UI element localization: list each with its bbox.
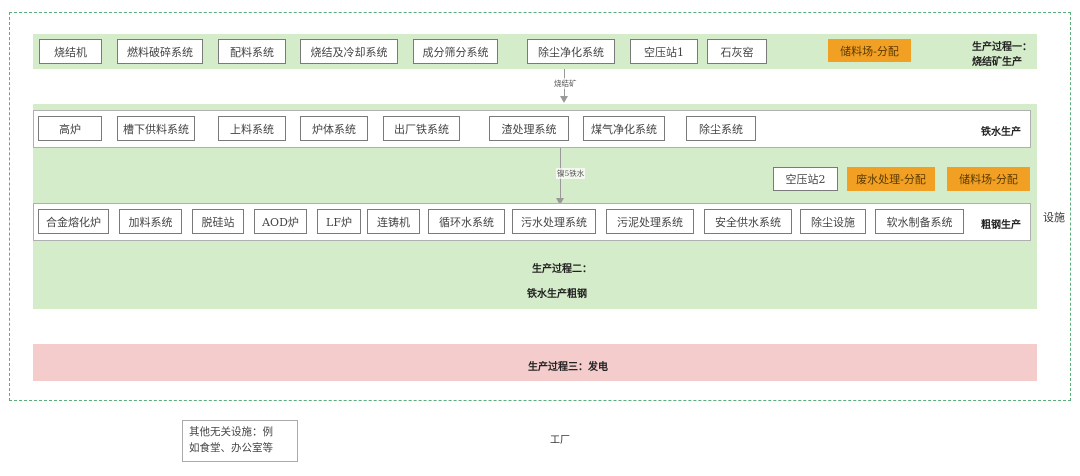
process2-title-line2: 铁水生产粗钢 [527,289,587,300]
arrow-down-icon [560,96,568,103]
air-compressor-2-box[interactable]: 空压站2 [773,167,838,191]
iron-item[interactable]: 上料系统 [218,116,286,141]
steel-item[interactable]: 安全供水系统 [704,209,792,234]
other-note-line1: 其他无关设施：例 [189,426,273,438]
arrow1-label: 烧结矿 [553,78,578,89]
steel-item[interactable]: 污水处理系统 [512,209,596,234]
process1-item[interactable]: 烧结及冷却系统 [300,39,398,64]
process3-title: 生产过程三：发电 [528,362,608,373]
storage-yard-box-2[interactable]: 储料场-分配 [947,167,1030,191]
steel-item[interactable]: 除尘设施 [800,209,866,234]
arrow-down-icon [556,198,564,205]
steel-item[interactable]: AOD炉 [254,209,307,234]
process3-band [33,344,1037,381]
process1-item[interactable]: 配料系统 [218,39,286,64]
steel-item[interactable]: 软水制备系统 [875,209,964,234]
steel-item[interactable]: 合金熔化炉 [38,209,109,234]
process1-title-line2: 烧结矿生产 [972,57,1022,68]
steel-item[interactable]: LF炉 [317,209,361,234]
steel-item[interactable]: 脱硅站 [192,209,244,234]
storage-yard-box[interactable]: 储料场-分配 [828,39,911,62]
iron-item[interactable]: 炉体系统 [300,116,368,141]
process1-item[interactable]: 空压站1 [630,39,698,64]
iron-item[interactable]: 煤气净化系统 [583,116,665,141]
process1-item[interactable]: 石灰窑 [707,39,767,64]
steel-item[interactable]: 加料系统 [119,209,182,234]
iron-item[interactable]: 渣处理系统 [489,116,569,141]
process1-item[interactable]: 燃料破碎系统 [117,39,203,64]
other-facilities-note: 其他无关设施：例 如食堂、办公室等 [182,420,298,462]
wastewater-distribution-box[interactable]: 废水处理-分配 [847,167,935,191]
iron-item[interactable]: 出厂铁系统 [383,116,460,141]
facility-label: 设施 [1043,211,1065,224]
process2-title-line1: 生产过程二： [532,264,592,275]
iron-item[interactable]: 除尘系统 [686,116,756,141]
iron-production-label: 铁水生产 [981,127,1021,138]
process1-title-line1: 生产过程一： [972,42,1032,53]
process1-item[interactable]: 成分筛分系统 [413,39,498,64]
iron-item[interactable]: 槽下供料系统 [117,116,195,141]
steel-item[interactable]: 循环水系统 [428,209,505,234]
steel-production-label: 粗钢生产 [981,220,1021,231]
other-note-line2: 如食堂、办公室等 [189,442,273,454]
factory-label: 工厂 [550,435,570,446]
facility-frame [9,12,1071,401]
steel-item[interactable]: 连铸机 [367,209,420,234]
process1-item[interactable]: 烧结机 [39,39,102,64]
arrow2-label: 镍5铁水 [556,168,586,179]
iron-item[interactable]: 高炉 [38,116,102,141]
steel-item[interactable]: 污泥处理系统 [606,209,694,234]
process1-item[interactable]: 除尘净化系统 [527,39,615,64]
